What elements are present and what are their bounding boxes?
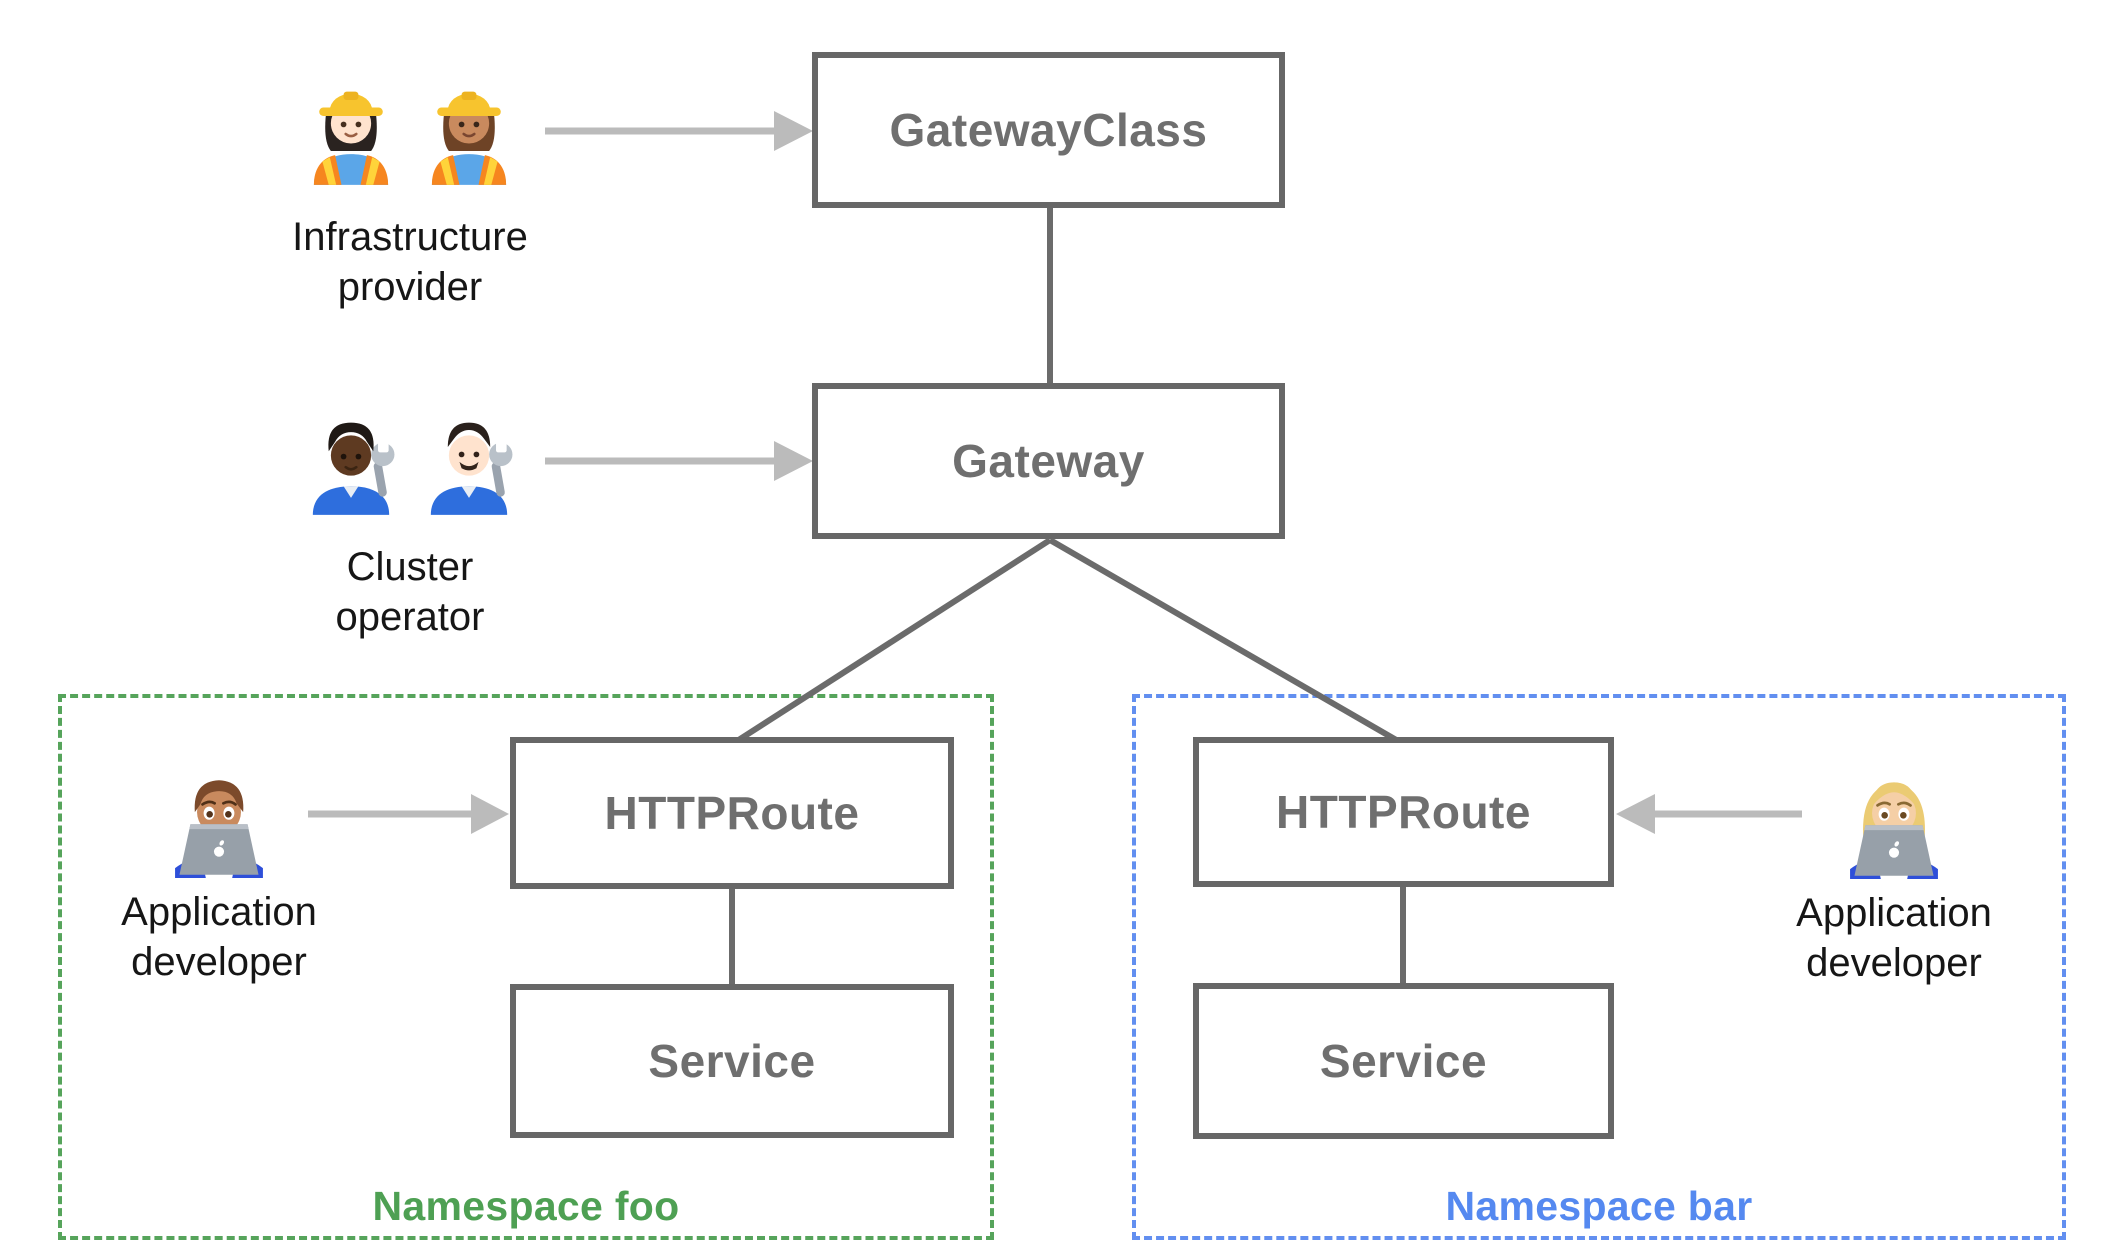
gateway-node: Gateway bbox=[812, 383, 1285, 539]
cluster-operator-icons bbox=[298, 396, 522, 515]
application-developer-bar-persona: Application developer bbox=[1774, 756, 2014, 988]
application-developer-foo-label: Application developer bbox=[121, 890, 317, 984]
man-technologist-emoji bbox=[175, 780, 263, 878]
woman-construction-worker-light-skin-emoji bbox=[313, 91, 389, 185]
infrastructure-provider-icons bbox=[298, 66, 522, 185]
gatewayclass-node-label: GatewayClass bbox=[889, 104, 1208, 156]
infrastructure-provider-arrow-head bbox=[774, 111, 813, 151]
gateway-node-label: Gateway bbox=[952, 435, 1145, 487]
application-developer-foo-icons bbox=[164, 755, 274, 878]
application-developer-bar-arrow-head bbox=[1616, 794, 1655, 834]
service-foo-node-label: Service bbox=[648, 1035, 816, 1087]
application-developer-bar-icons bbox=[1839, 756, 1949, 879]
cluster-operator-persona: Cluster operator bbox=[281, 396, 539, 642]
hierarchy-connectors bbox=[729, 206, 1406, 987]
gateway-httproute-foo-connector bbox=[735, 537, 1052, 744]
cluster-operator-arrow-head bbox=[774, 441, 813, 481]
service-foo-node: Service bbox=[510, 984, 954, 1138]
application-developer-foo-persona: Application developer bbox=[99, 755, 339, 987]
infrastructure-provider-persona: Infrastructure provider bbox=[281, 66, 539, 312]
service-bar-node-label: Service bbox=[1319, 1035, 1488, 1087]
persona-arrows bbox=[308, 111, 1802, 834]
namespace-bar-label: Namespace bar bbox=[1445, 1183, 1753, 1229]
httproute-foo-node-label: HTTPRoute bbox=[604, 787, 860, 839]
service-bar-node: Service bbox=[1193, 983, 1614, 1139]
woman-technologist-emoji bbox=[1850, 782, 1938, 879]
httproute-foo-node: HTTPRoute bbox=[510, 737, 954, 889]
cluster-operator-label: Cluster operator bbox=[335, 545, 485, 639]
httproute-bar-node: HTTPRoute bbox=[1193, 737, 1614, 887]
mechanic-dark-skin-emoji bbox=[312, 422, 395, 515]
namespace-foo-label: Namespace foo bbox=[372, 1183, 680, 1229]
infrastructure-provider-label: Infrastructure provider bbox=[292, 215, 528, 309]
man-mechanic-light-skin-emoji bbox=[430, 422, 513, 515]
woman-construction-worker-medium-skin-emoji bbox=[431, 91, 507, 185]
application-developer-foo-arrow-head bbox=[471, 794, 509, 834]
httproute-bar-node-label: HTTPRoute bbox=[1276, 786, 1531, 838]
application-developer-bar-label: Application developer bbox=[1796, 891, 1992, 985]
gateway-httproute-bar-connector bbox=[1048, 537, 1400, 744]
gatewayclass-node: GatewayClass bbox=[812, 52, 1285, 208]
